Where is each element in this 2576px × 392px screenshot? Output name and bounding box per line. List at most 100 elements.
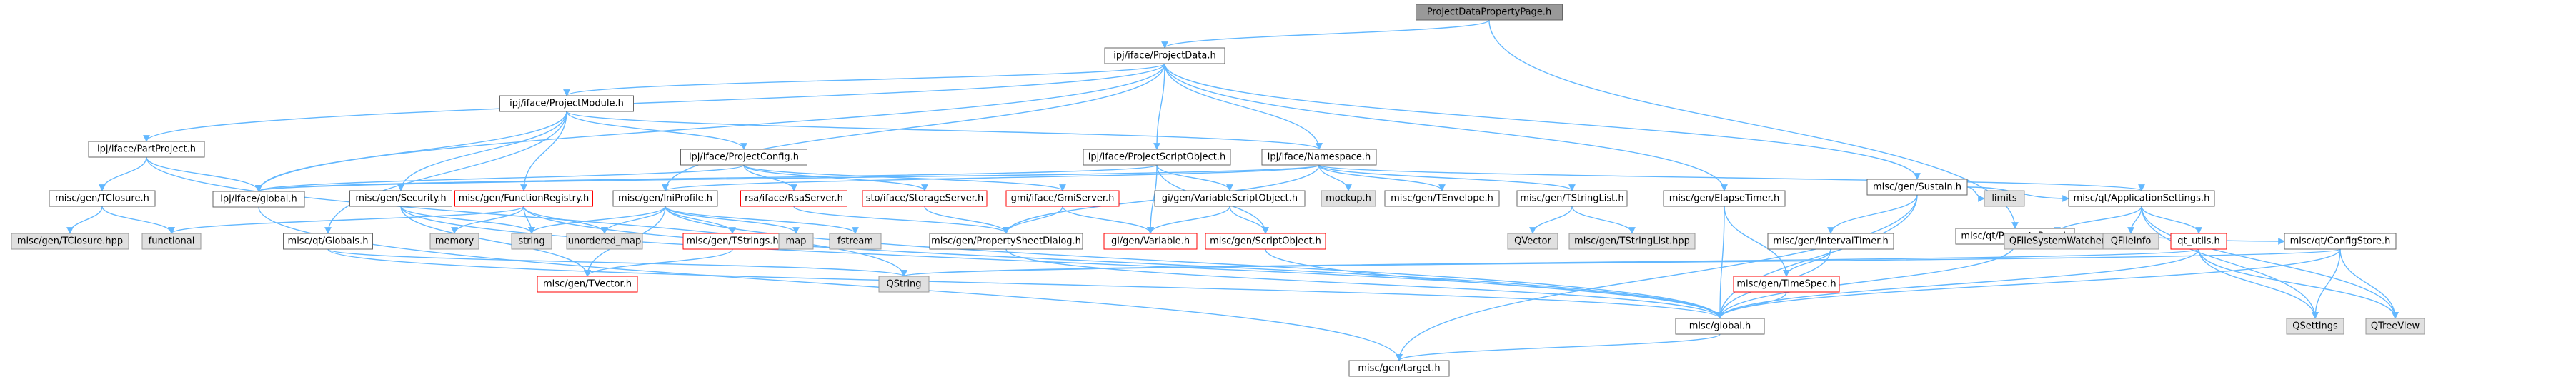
- node-box: [141, 233, 202, 250]
- node-box: [1663, 190, 1786, 207]
- node-label: ipj/iface/ProjectModule.h: [509, 99, 624, 109]
- edge-gi-gen-variablescriptobject-h-to-gi-gen-variable-h: [1147, 206, 1230, 234]
- edge-misc-gen-security-h-to-string: [400, 206, 535, 234]
- node-label: ipj/iface/ProjectConfig.h: [689, 152, 799, 163]
- edge-misc-gen-tstrings-h-to-misc-gen-tvector-h: [584, 248, 733, 277]
- node-ipj-iface-projectmodule-h[interactable]: ipj/iface/ProjectModule.h: [499, 95, 634, 112]
- node-label: ipj/iface/Namespace.h: [1268, 152, 1371, 163]
- node-box: [1675, 318, 1765, 335]
- edge-misc-gen-iniprofile-h-to-map: [665, 206, 800, 234]
- node-label: ipj/iface/ProjectScriptObject.h: [1088, 152, 1225, 163]
- node-box: [349, 190, 452, 207]
- node-label: ipj/iface/ProjectData.h: [1113, 51, 1215, 61]
- node-misc-gen-tstringlist-h[interactable]: misc/gen/TStringList.h: [1516, 190, 1628, 207]
- node-box: [829, 233, 882, 250]
- node-misc-qt-configstore-h[interactable]: misc/qt/ConfigStore.h: [2284, 233, 2397, 250]
- node-label: map: [786, 236, 807, 247]
- edge-ipj-iface-projectmodule-h-to-misc-gen-functionregistry-h: [520, 111, 567, 191]
- node-box: [1321, 190, 1376, 207]
- node-misc-global-h[interactable]: misc/global.h: [1675, 318, 1765, 335]
- node-box: [454, 190, 593, 207]
- node-misc-gen-tenvelope-h[interactable]: misc/gen/TEnvelope.h: [1384, 190, 1500, 207]
- edge-misc-gen-tstringlist-h-to-qvector: [1529, 206, 1573, 234]
- node-box: [1348, 360, 1450, 377]
- node-ipj-iface-partproject-h[interactable]: ipj/iface/PartProject.h: [88, 141, 205, 158]
- node-label: misc/gen/Security.h: [355, 194, 446, 204]
- node-label: unordered_map: [568, 236, 642, 247]
- node-box: [1984, 190, 2025, 207]
- edge-misc-gen-elapsetimer-h-to-misc-global-h: [1716, 206, 1725, 319]
- edge-ipj-iface-projectdata-h-to-ipj-iface-partproject-h: [143, 63, 1165, 142]
- node-qstring: QString: [878, 276, 930, 293]
- node-misc-gen-scriptobject-h[interactable]: misc/gen/ScriptObject.h: [1205, 233, 1326, 250]
- node-misc-gen-tclosure-h[interactable]: misc/gen/TClosure.h: [49, 190, 156, 207]
- edge-ipj-iface-namespace-h-to-mockup-h: [1318, 164, 1352, 191]
- node-fstream: fstream: [829, 233, 882, 250]
- node-ipj-iface-projectscriptobject-h[interactable]: ipj/iface/ProjectScriptObject.h: [1083, 149, 1231, 166]
- node-misc-qt-globals-h[interactable]: misc/qt/Globals.h: [283, 233, 373, 250]
- edge-projectdatapropertypage-h-to-ipj-iface-projectdata-h: [1161, 19, 1490, 49]
- edge-ipj-iface-projectdata-h-to-misc-gen-elapsetimer-h: [1164, 63, 1728, 191]
- node-box: [2286, 318, 2344, 335]
- node-label: misc/gen/PropertySheetDialog.h: [931, 236, 1081, 247]
- node-rsa-iface-rsaserver-h[interactable]: rsa/iface/RsaServer.h: [740, 190, 847, 207]
- node-gi-gen-variable-h[interactable]: gi/gen/Variable.h: [1103, 233, 1198, 250]
- node-box: [537, 276, 638, 293]
- edge-ipj-iface-partproject-h-to-qstring: [146, 156, 907, 277]
- node-label: functional: [149, 236, 195, 247]
- node-ipj-iface-projectconfig-h[interactable]: ipj/iface/ProjectConfig.h: [680, 149, 807, 166]
- edge-misc-qt-applicationsettings-h-to-qtreeview: [2141, 206, 2399, 319]
- node-misc-gen-functionregistry-h[interactable]: misc/gen/FunctionRegistry.h: [454, 190, 593, 207]
- node-box: [1384, 190, 1500, 207]
- edge-misc-qt-globals-h-to-qstring: [327, 248, 907, 277]
- node-misc-gen-intervaltimer-h[interactable]: misc/gen/IntervalTimer.h: [1767, 233, 1894, 250]
- node-sto-iface-storageserver-h[interactable]: sto/iface/StorageServer.h: [862, 190, 988, 207]
- node-gi-gen-variablescriptobject-h[interactable]: gi/gen/VariableScriptObject.h: [1154, 190, 1306, 207]
- edge-sto-iface-storageserver-h-to-misc-gen-propertysheetdialog-h: [924, 206, 1010, 234]
- edge-misc-gen-iniprofile-h-to-misc-gen-tstrings-h: [665, 206, 736, 234]
- node-misc-gen-target-h[interactable]: misc/gen/target.h: [1348, 360, 1450, 377]
- node-misc-gen-tstrings-h[interactable]: misc/gen/TStrings.h: [682, 233, 782, 250]
- node-projectdatapropertypage-h[interactable]: ProjectDataPropertyPage.h: [1416, 4, 1563, 21]
- edge-ipj-iface-projectdata-h-to-ipj-iface-projectmodule-h: [563, 63, 1165, 96]
- node-misc-gen-sustain-h[interactable]: misc/gen/Sustain.h: [1866, 179, 1968, 196]
- edge-qt-utils-h-to-qtreeview: [2198, 248, 2399, 319]
- node-box: [680, 149, 807, 166]
- node-ipj-iface-global-h[interactable]: ipj/iface/global.h: [212, 191, 305, 208]
- node-ipj-iface-projectdata-h[interactable]: ipj/iface/ProjectData.h: [1104, 47, 1225, 64]
- node-label: misc/gen/TClosure.hpp: [17, 236, 123, 247]
- node-ipj-iface-namespace-h[interactable]: ipj/iface/Namespace.h: [1261, 149, 1377, 166]
- node-label: misc/gen/ElapseTimer.h: [1669, 194, 1780, 204]
- node-label: misc/global.h: [1689, 321, 1751, 332]
- node-mockup-h: mockup.h: [1321, 190, 1376, 207]
- node-label: fstream: [837, 236, 873, 247]
- node-box: [88, 141, 205, 158]
- node-misc-gen-elapsetimer-h[interactable]: misc/gen/ElapseTimer.h: [1663, 190, 1786, 207]
- edge-ipj-iface-namespace-h-to-misc-gen-tstringlist-h: [1318, 164, 1576, 191]
- edge-misc-gen-security-h-to-misc-gen-tvector-h: [400, 206, 591, 277]
- node-misc-gen-security-h[interactable]: misc/gen/Security.h: [349, 190, 452, 207]
- node-misc-gen-tvector-h[interactable]: misc/gen/TVector.h: [537, 276, 638, 293]
- edge-ipj-iface-namespace-h-to-misc-gen-iniprofile-h: [662, 164, 1320, 191]
- node-box: [740, 190, 847, 207]
- edge-ipj-iface-partproject-h-to-ipj-iface-global-h: [146, 156, 262, 192]
- node-qt-utils-h[interactable]: qt_utils.h: [2170, 233, 2227, 250]
- edge-layer: [66, 19, 2399, 361]
- node-label: gmi/iface/GmiServer.h: [1011, 194, 1115, 204]
- node-qfilesystemwatcher: QFileSystemWatcher: [2004, 233, 2111, 250]
- node-misc-gen-iniprofile-h[interactable]: misc/gen/IniProfile.h: [612, 190, 718, 207]
- node-qsettings: QSettings: [2286, 318, 2344, 335]
- node-gmi-iface-gmiserver-h[interactable]: gmi/iface/GmiServer.h: [1005, 190, 1120, 207]
- node-label: misc/gen/IniProfile.h: [618, 194, 712, 204]
- edge-misc-qt-configstore-h-to-qstring: [901, 248, 2341, 277]
- node-label: QSettings: [2292, 321, 2338, 332]
- node-label: misc/gen/IntervalTimer.h: [1773, 236, 1889, 247]
- edge-misc-gen-sustain-h-to-misc-gen-target-h: [1396, 194, 1918, 361]
- node-misc-qt-applicationsettings-h[interactable]: misc/qt/ApplicationSettings.h: [2068, 190, 2215, 207]
- node-misc-gen-propertysheetdialog-h[interactable]: misc/gen/PropertySheetDialog.h: [929, 233, 1083, 250]
- node-misc-gen-timespec-h[interactable]: misc/gen/TimeSpec.h: [1733, 276, 1840, 293]
- node-qfileinfo: QFileInfo: [2102, 233, 2159, 250]
- node-label: mockup.h: [1326, 194, 1371, 204]
- edge-misc-gen-functionregistry-h-to-misc-global-h: [523, 206, 1724, 319]
